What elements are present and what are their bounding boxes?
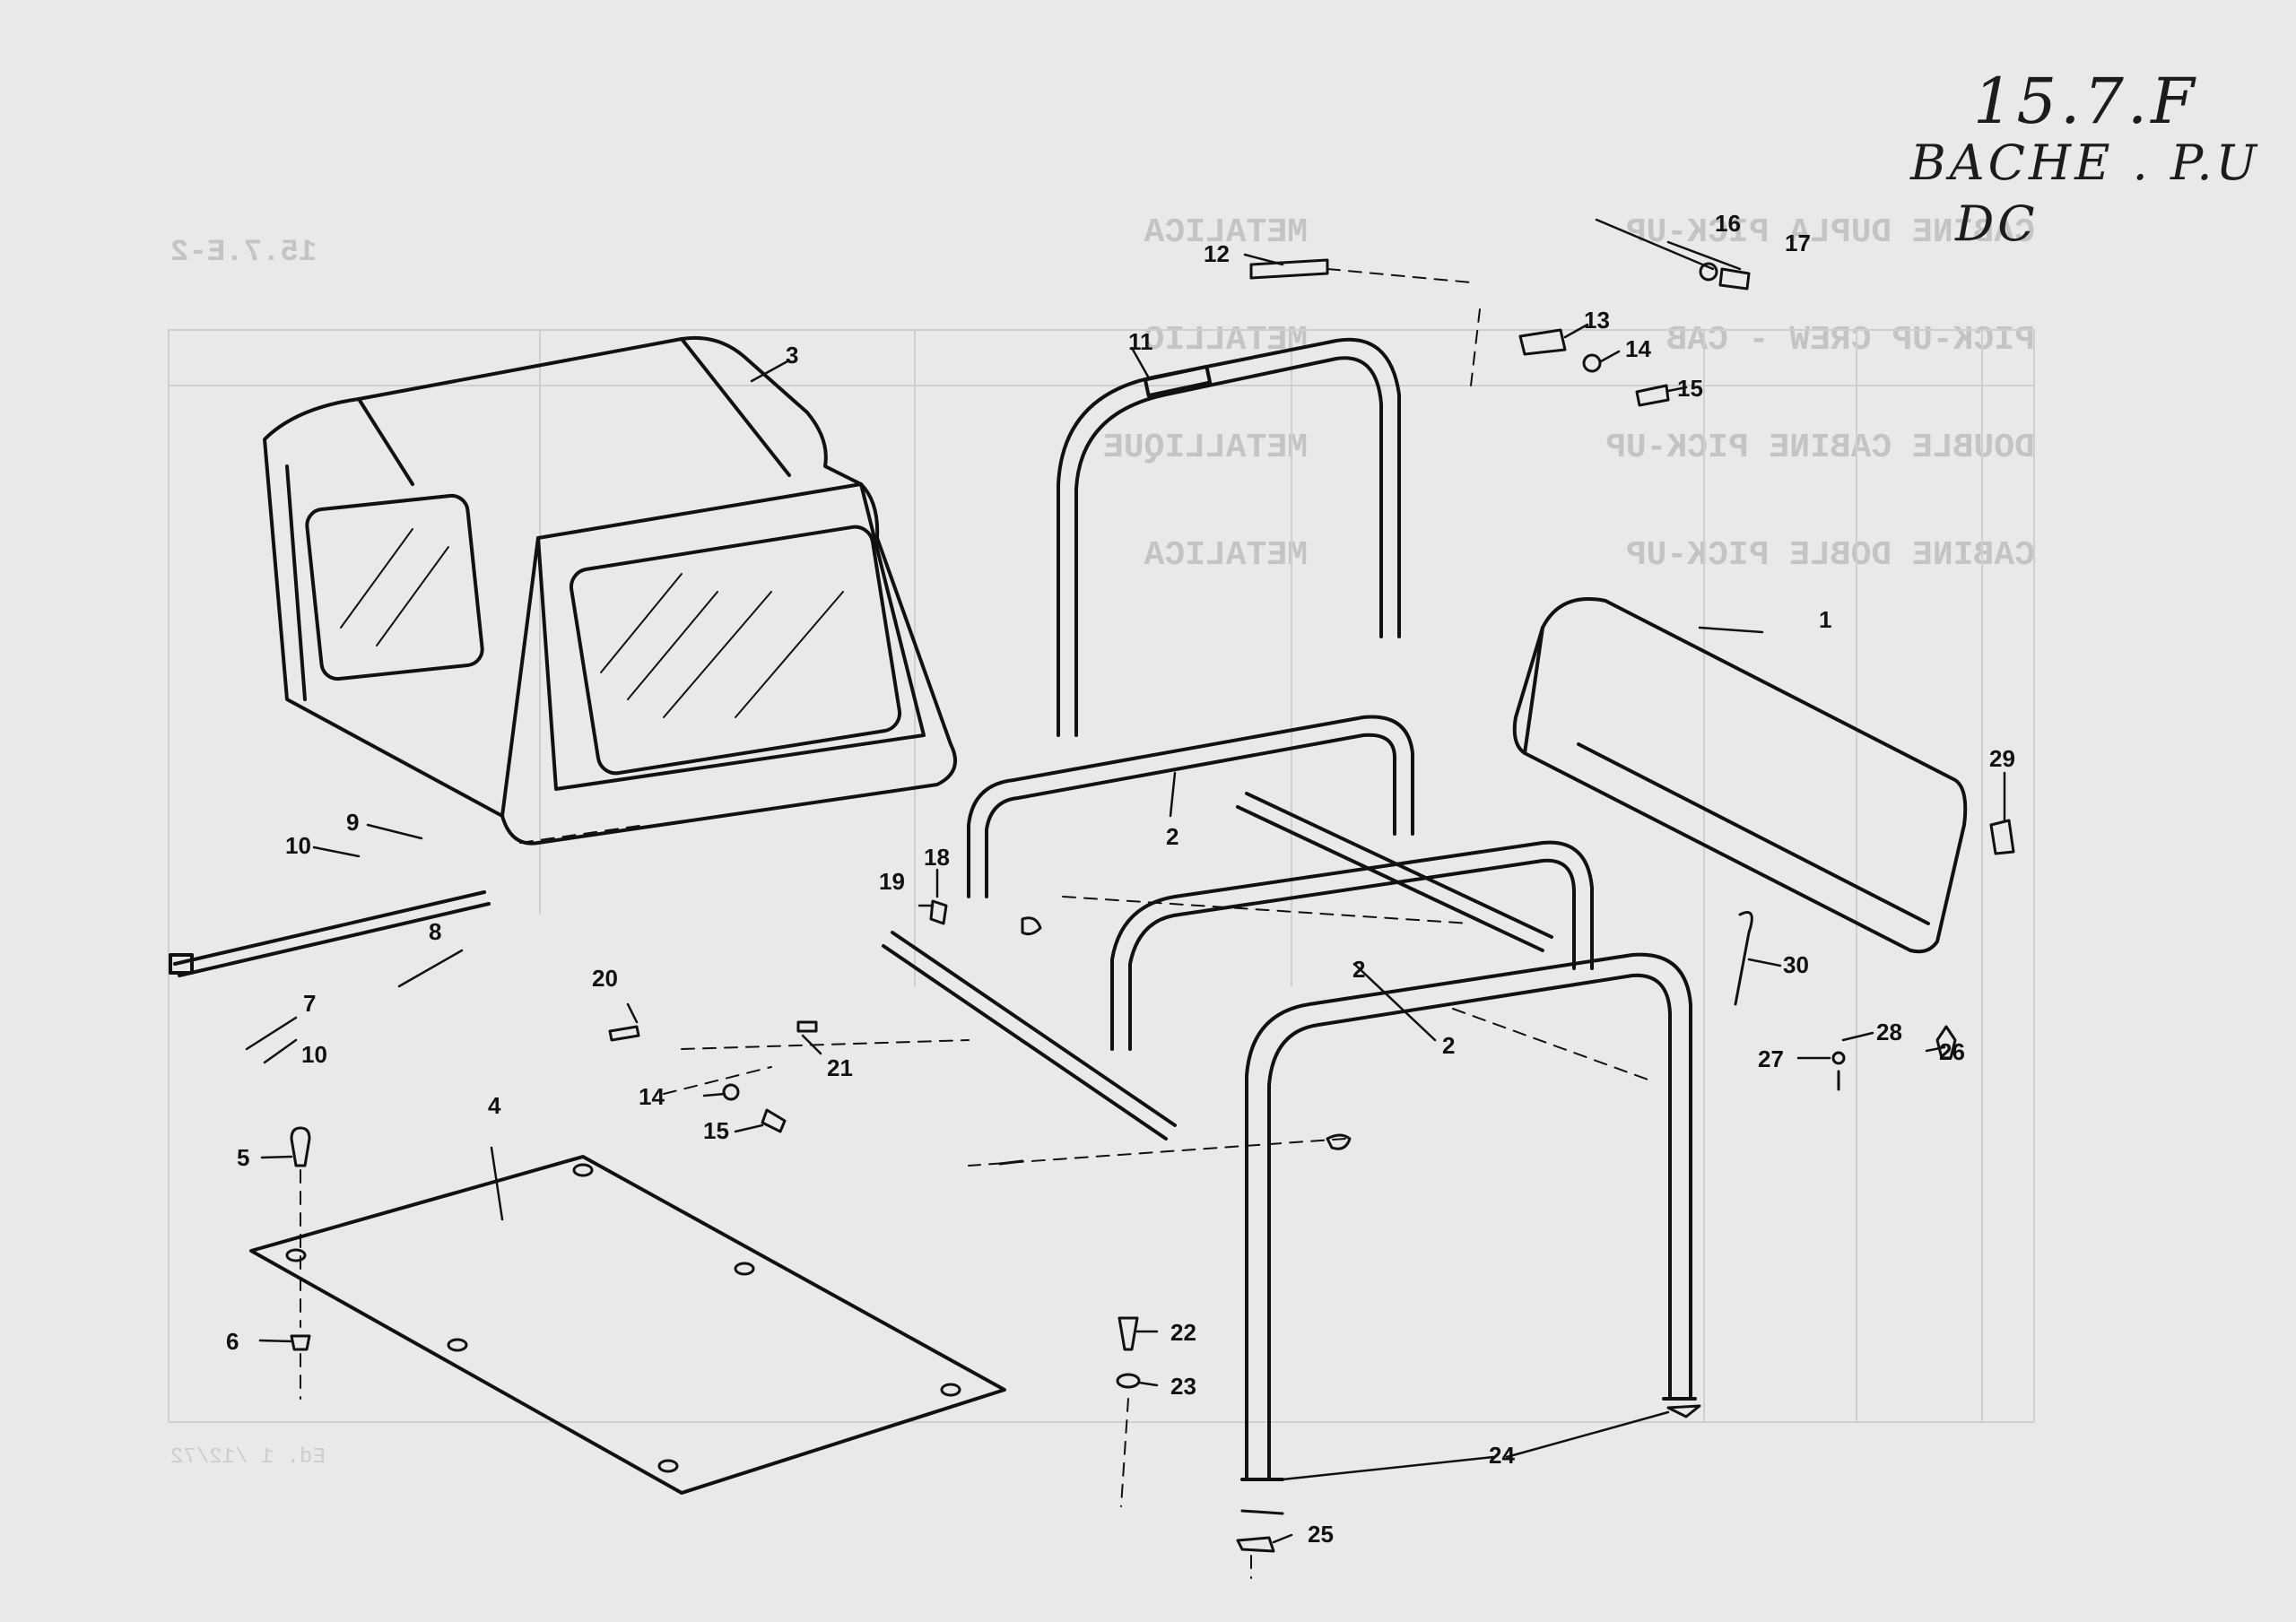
callout-13: 13 <box>1584 307 1610 334</box>
callout-1: 1 <box>1819 606 1831 633</box>
callout-14b: 14 <box>639 1083 665 1110</box>
callout-2a: 2 <box>1166 823 1178 850</box>
callout-29: 29 <box>1989 745 2015 772</box>
callout-3: 3 <box>786 342 798 369</box>
callout-19: 19 <box>879 868 905 895</box>
callout-21: 21 <box>827 1054 853 1081</box>
canvas-cover <box>263 335 957 846</box>
callout-5: 5 <box>237 1144 249 1171</box>
callout-14a: 14 <box>1625 335 1651 362</box>
callout-10b: 10 <box>301 1041 327 1068</box>
callout-20: 20 <box>592 965 618 992</box>
callout-9: 9 <box>346 809 359 836</box>
callout-10a: 10 <box>285 832 311 859</box>
frame-bar-upper <box>967 715 1414 898</box>
callout-17: 17 <box>1785 230 1811 256</box>
callout-23: 23 <box>1170 1373 1196 1400</box>
front-hoop <box>1057 337 1401 737</box>
callout-15a: 15 <box>1677 375 1703 402</box>
ghost-table <box>168 329 2035 1423</box>
callout-7: 7 <box>303 990 316 1017</box>
callout-6: 6 <box>226 1328 239 1355</box>
side-rod <box>169 890 491 977</box>
handwritten-sublabel: DC <box>1955 195 2039 252</box>
callout-28: 28 <box>1876 1019 1902 1045</box>
callout-15b: 15 <box>703 1117 729 1144</box>
frame-crossbar <box>882 792 1553 1141</box>
callout-25: 25 <box>1308 1521 1334 1548</box>
bench-pad <box>1512 597 1968 954</box>
callout-2c: 2 <box>1442 1032 1455 1059</box>
callout-numbers: 1 2 2 2 3 4 5 6 7 8 9 10 10 11 12 13 14 … <box>226 210 2015 1548</box>
callout-27: 27 <box>1758 1045 1784 1072</box>
callout-22: 22 <box>1170 1319 1196 1346</box>
hardware-parts <box>290 258 2015 1553</box>
rear-hoop <box>1240 952 1697 1481</box>
frame-bar-lower <box>1110 840 1594 1051</box>
callout-8: 8 <box>429 918 441 945</box>
callout-16: 16 <box>1715 210 1741 237</box>
assembly-dashes <box>300 268 1651 1579</box>
handwritten-label: BACHE . P.U <box>1910 134 2261 191</box>
callout-30: 30 <box>1783 951 1809 978</box>
callout-4: 4 <box>488 1092 501 1119</box>
callout-2b: 2 <box>1352 956 1365 983</box>
leader-lines <box>245 218 2006 1544</box>
callout-26: 26 <box>1939 1038 1965 1065</box>
callout-11: 11 <box>1128 328 1153 355</box>
handwritten-ref: 15.7.F <box>1973 65 2198 138</box>
floor-plate <box>249 1155 1006 1495</box>
callout-18: 18 <box>924 844 950 871</box>
callout-12: 12 <box>1204 240 1230 267</box>
callout-24: 24 <box>1489 1442 1515 1469</box>
